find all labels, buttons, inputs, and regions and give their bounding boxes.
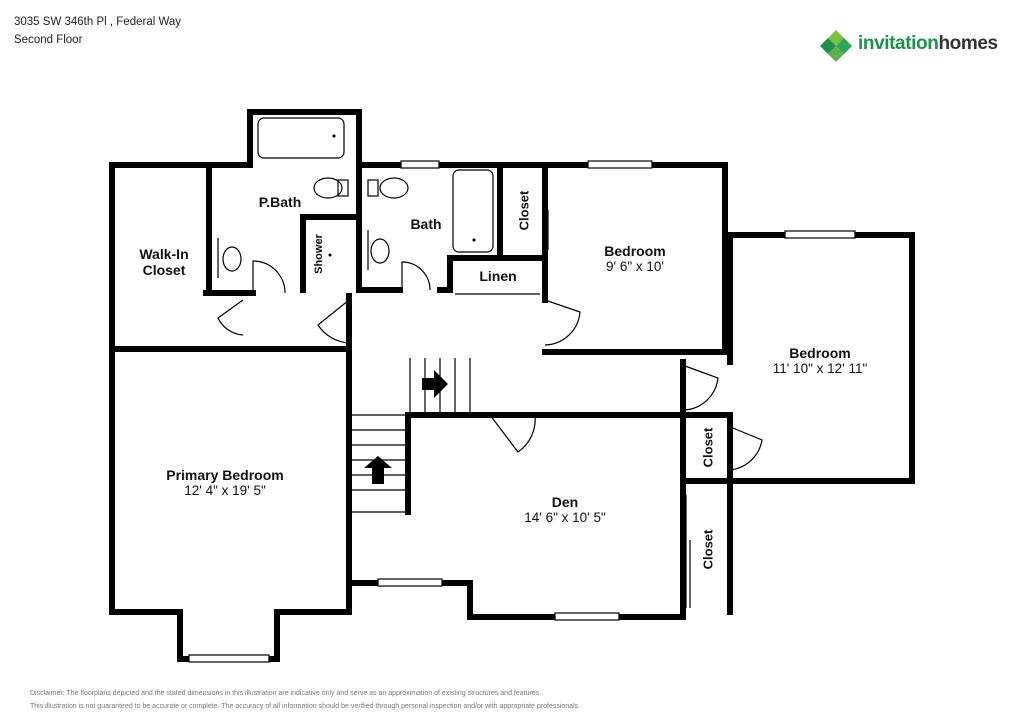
disclaimer-line-1: Disclaimer: The floorplans depicted and … [30, 690, 542, 697]
shower-label: Shower [313, 234, 325, 274]
stair-arrow-icon [364, 370, 448, 484]
den-label: Den 14' 6" x 10' 5" [524, 494, 606, 526]
floor-label: Second Floor [14, 34, 83, 46]
bedroom3-label: Bedroom 11' 10" x 12' 11" [772, 345, 868, 377]
diamond-cluster-icon [820, 30, 852, 62]
brand-logo: invitationhomes [818, 26, 1008, 66]
closet-den-label: Closet [700, 529, 716, 570]
closet-top-label: Closet [516, 190, 532, 231]
disclaimer-line-2: This illustration is not guaranteed to b… [30, 703, 581, 710]
linen-label: Linen [479, 268, 517, 284]
walkin-closet-label: Walk-In Closet [139, 246, 189, 279]
address-text: 3035 SW 346th Pl , Federal Way [14, 16, 182, 28]
bath-label: Bath [410, 216, 442, 232]
closet-right-label: Closet [700, 427, 716, 468]
pbath-label: P.Bath [258, 194, 302, 210]
primary-bedroom-label: Primary Bedroom 12' 4" x 19' 5" [166, 467, 284, 499]
bedroom2-label: Bedroom 9' 6" x 10' [604, 243, 666, 275]
brand-name: invitationhomes [858, 33, 998, 54]
